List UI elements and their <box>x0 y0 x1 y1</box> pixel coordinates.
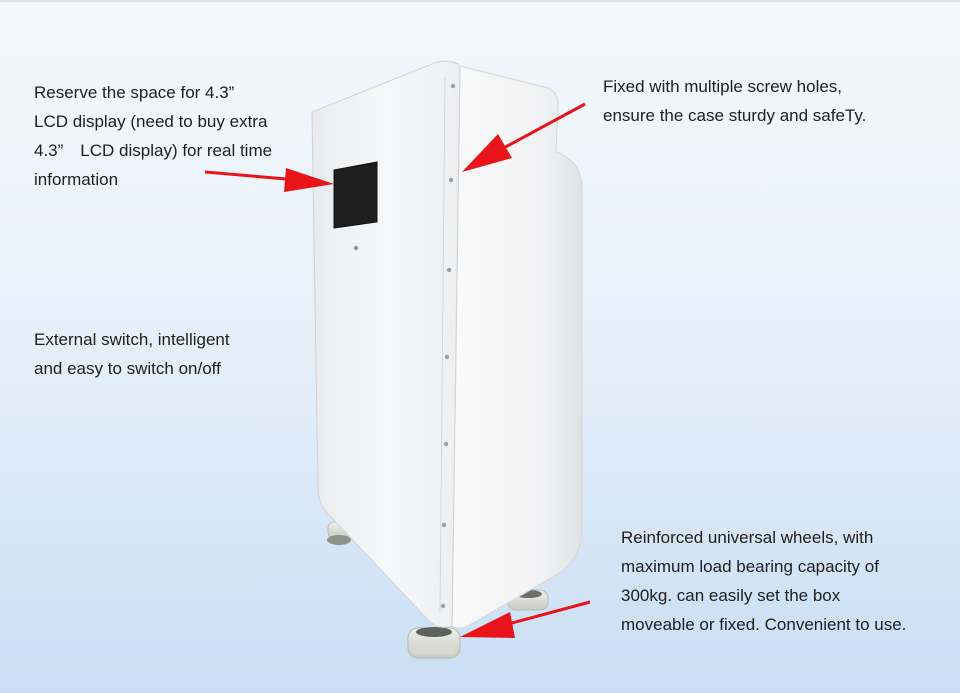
caption-screw-holes: Fixed with multiple screw holes, ensure … <box>603 72 866 130</box>
caption-lcd-display: Reserve the space for 4.3” LCD display (… <box>34 78 272 194</box>
caption-line: ensure the case sturdy and safeTy. <box>603 106 867 125</box>
caption-line: Fixed with multiple screw holes, <box>603 77 843 96</box>
caption-universal-wheels: Reinforced universal wheels, with maximu… <box>621 523 906 639</box>
caption-line: Reserve the space for 4.3” <box>34 83 235 102</box>
top-border <box>0 0 960 2</box>
caption-line: LCD display (need to buy extra <box>34 112 268 131</box>
arrow-screws <box>462 102 586 172</box>
caption-line: External switch, intelligent <box>34 330 230 349</box>
caption-line: 300kg. can easily set the box <box>621 586 841 605</box>
caption-line: 4.3” LCD display) for real time <box>34 141 273 160</box>
caption-external-switch: External switch, intelligent and easy to… <box>34 325 230 383</box>
wheel-front <box>407 627 461 659</box>
cabinet-side-panel <box>451 65 583 629</box>
lcd-display-window <box>333 161 378 229</box>
caption-line: information <box>34 170 119 189</box>
arrow-lcd <box>204 168 334 192</box>
caption-line: Reinforced universal wheels, with <box>621 528 874 547</box>
switch-hole <box>353 245 359 251</box>
screw-holes <box>440 83 456 609</box>
arrow-wheels <box>460 600 591 638</box>
caption-line: and easy to switch on/off <box>34 359 221 378</box>
caption-line: maximum load bearing capacity of <box>621 557 879 576</box>
caption-line: moveable or fixed. Convenient to use. <box>621 615 907 634</box>
